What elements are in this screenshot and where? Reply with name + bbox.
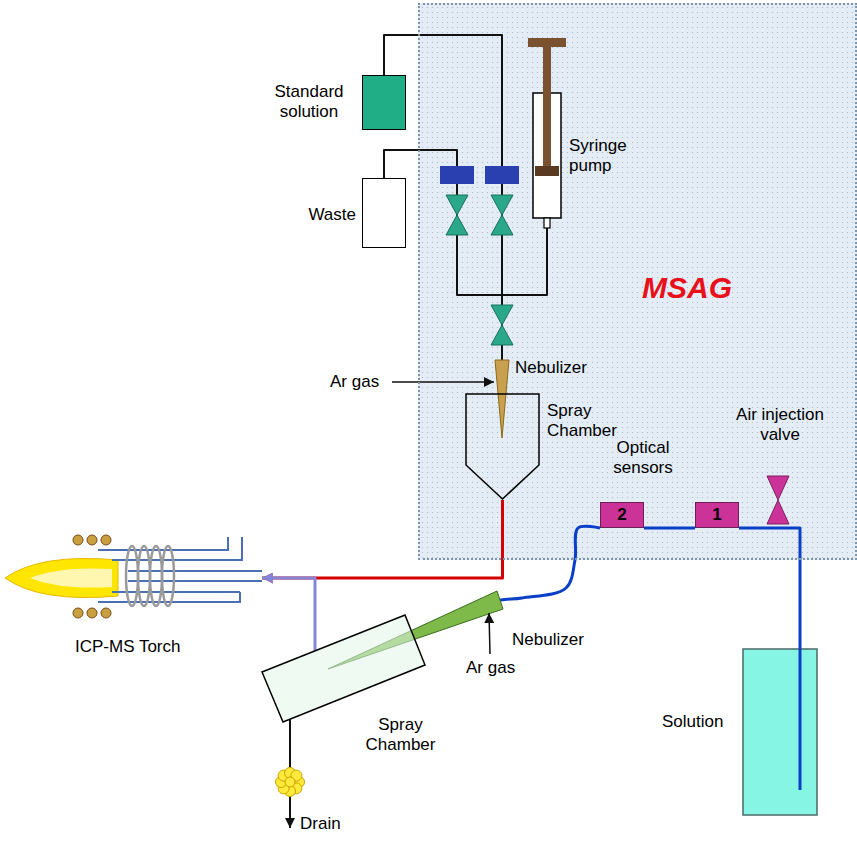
coil-turn xyxy=(126,546,138,606)
beaker-body xyxy=(743,649,817,815)
spray-chamber: Spray Chamber xyxy=(258,610,430,725)
torch-tubes xyxy=(98,537,262,602)
shape-drawing xyxy=(465,393,540,500)
torch-tube xyxy=(112,591,240,593)
part-label: Optical sensors xyxy=(603,438,683,477)
label-anchor: Optical sensors xyxy=(603,438,683,477)
torch-tube xyxy=(128,580,262,582)
solution-beaker: Solution xyxy=(742,648,818,816)
valve-actuator xyxy=(485,166,519,184)
label-anchor: Air injection valve xyxy=(727,405,833,444)
node-label: MSAG xyxy=(642,271,732,306)
spray-chamber: Spray Chamber xyxy=(465,393,540,500)
node-label: ICP-MS Torch xyxy=(75,637,181,657)
plunger-handle xyxy=(528,38,566,47)
valve-actuator xyxy=(440,166,474,184)
gas-label: Ar gas xyxy=(330,372,379,392)
label-anchor: Drain xyxy=(300,814,341,834)
coil-section xyxy=(73,535,111,618)
label-anchor: Ar gas xyxy=(466,658,515,678)
coil-turn xyxy=(150,546,162,606)
sensor-number: 1 xyxy=(712,505,721,525)
waste-bottle: Waste xyxy=(362,178,406,248)
chamber-outline xyxy=(466,394,539,499)
label-anchor: Nebulizer xyxy=(512,630,584,650)
load-coil xyxy=(126,546,174,606)
part-label: Drain xyxy=(300,814,341,834)
shape-drawing xyxy=(258,610,430,725)
part-label: Nebulizer xyxy=(512,630,584,650)
gas-arrow xyxy=(392,381,494,383)
shape-drawing xyxy=(70,535,262,618)
gas-label: Ar gas xyxy=(466,658,515,678)
torch-tube xyxy=(98,592,240,602)
node-label: Syringe pump xyxy=(569,136,647,175)
aerosol-line xyxy=(262,500,503,578)
coil-dot xyxy=(73,535,83,545)
pump-hub xyxy=(285,777,295,787)
coil-dot xyxy=(101,608,111,618)
part-label: Air injection valve xyxy=(727,405,833,444)
plunger-head xyxy=(535,166,559,176)
torch-tube xyxy=(112,537,242,560)
node-label: Waste xyxy=(296,205,356,225)
node-label: Spray Chamber xyxy=(547,401,627,440)
gas-arrow xyxy=(489,613,490,654)
node-label: Standard solution xyxy=(262,82,356,121)
drain-pump xyxy=(276,768,305,797)
torch-tube xyxy=(98,537,228,550)
valve-symbol xyxy=(491,305,513,345)
air-valve-symbol xyxy=(767,476,789,524)
plasma-core xyxy=(30,568,112,587)
sample-line xyxy=(739,528,800,648)
coil-dot xyxy=(73,608,83,618)
coil-turn xyxy=(162,546,174,606)
syringe-tip xyxy=(544,218,550,228)
msag-fill xyxy=(418,3,857,560)
standard-bottle: Standard solution xyxy=(362,75,406,130)
aerosol-line xyxy=(262,578,315,651)
valve-symbol xyxy=(446,195,468,235)
valve-symbol xyxy=(491,195,513,235)
coil-dot xyxy=(87,535,97,545)
chamber-outline xyxy=(262,615,425,722)
coil-dot xyxy=(87,608,97,618)
syringe-pump: Syringe pump xyxy=(515,38,565,228)
plasma-flame xyxy=(5,558,118,597)
sample-line xyxy=(644,527,695,530)
shape-drawing xyxy=(515,38,565,228)
node-label: Solution xyxy=(662,712,723,732)
sample-tube xyxy=(799,648,802,790)
icp-ms-torch: ICP-MS Torch xyxy=(70,535,262,618)
plunger-rod xyxy=(543,46,551,168)
torch-tube xyxy=(128,570,262,572)
nebulizer-symbol xyxy=(495,360,509,438)
node-label: Spray Chamber xyxy=(363,715,438,754)
sensor-number: 2 xyxy=(617,505,626,525)
optical-sensor: 1 xyxy=(695,502,739,528)
label-anchor: Nebulizer xyxy=(515,358,587,378)
part-label: Nebulizer xyxy=(515,358,587,378)
coil-turn xyxy=(138,546,150,606)
label-anchor: Ar gas xyxy=(330,372,379,392)
optical-sensor: 2 xyxy=(600,502,644,528)
shape-drawing xyxy=(742,648,818,816)
coil-dot xyxy=(101,535,111,545)
